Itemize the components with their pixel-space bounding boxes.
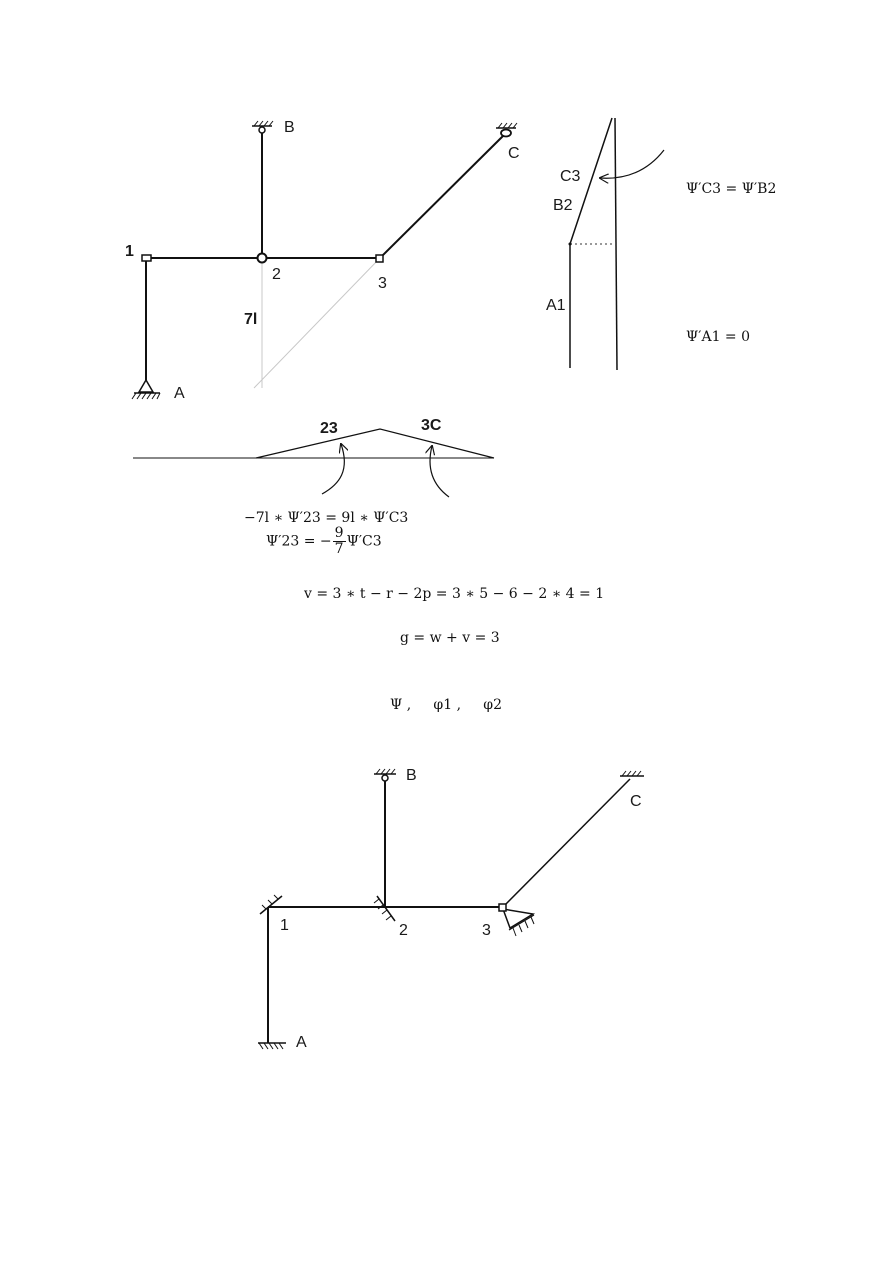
support-a-pin <box>131 378 161 400</box>
plan-eq-bottom: Ψ′A1 = 0 <box>686 329 751 345</box>
equation-2-denominator: 7 <box>334 541 344 557</box>
plan-label-b2: B2 <box>553 197 573 214</box>
member-3-c <box>379 134 505 259</box>
joint-3 <box>375 254 384 263</box>
node2-label-2: 2 <box>399 922 408 939</box>
support2-label-a: A <box>296 1034 307 1051</box>
member2-3-c <box>502 778 631 908</box>
node-label-2: 2 <box>272 266 281 283</box>
plan-slanted-line <box>569 117 613 245</box>
support2-a-fixed <box>258 1042 286 1050</box>
arrow-23 <box>321 444 344 495</box>
node-label-3: 3 <box>378 275 387 292</box>
triangle-outline <box>255 428 495 459</box>
equation-2-rhs: Ψ′C3 <box>346 533 382 550</box>
triangle-label-3c: 3C <box>421 417 442 434</box>
triangle-label-23: 23 <box>320 420 338 437</box>
joint-2 <box>256 252 268 264</box>
support2-b-hinge <box>374 768 396 782</box>
support2-label-c: C <box>630 793 642 810</box>
plan-label-c3: C3 <box>560 168 581 185</box>
arrow-3c <box>430 446 450 498</box>
node-label-1: 1 <box>125 243 134 260</box>
support2-label-b: B <box>406 767 417 784</box>
support-c-hinge <box>496 122 518 138</box>
plan-label-a1: A1 <box>546 297 566 314</box>
plan-vertical-right <box>614 117 618 371</box>
plan-diagram: C3 B2 A1 <box>546 117 665 371</box>
unknowns-list: Ψ , φ1 , φ2 <box>390 697 502 713</box>
node2-label-3: 3 <box>482 922 491 939</box>
plan-arrow <box>600 149 665 178</box>
triangle-diagram: 23 3C <box>133 417 495 498</box>
projection-line-diagonal <box>253 257 381 389</box>
frame-diagram-2: 1 2 3 A B C <box>258 767 644 1051</box>
equation-4: g = w + v = 3 <box>400 630 500 646</box>
frame-diagram-1: 1 2 3 A B C 7l <box>125 119 520 402</box>
equation-2-lhs: Ψ′23 = − <box>266 533 332 550</box>
equation-2-numerator: 9 <box>332 525 346 542</box>
support-b-hinge <box>252 120 274 134</box>
equation-1: −7l ∗ Ψ′23 = 9l ∗ Ψ′C3 <box>244 510 409 526</box>
equation-3: v = 3 ∗ t − r − 2p = 3 ∗ 5 − 6 − 2 ∗ 4 =… <box>304 586 605 602</box>
joint2-3-support <box>498 903 536 937</box>
joint2-2-clamp <box>373 895 396 922</box>
joint2-1-clamp <box>259 894 283 915</box>
support-label-a: A <box>174 385 185 402</box>
length-label: 7l <box>244 311 257 328</box>
support-label-b: B <box>284 119 295 136</box>
support-label-c: C <box>508 145 520 162</box>
node2-label-1: 1 <box>280 917 289 934</box>
support2-c-fixed <box>620 770 644 777</box>
joint-1 <box>141 254 152 262</box>
plan-eq-top: Ψ′C3 = Ψ′B2 <box>686 181 777 197</box>
